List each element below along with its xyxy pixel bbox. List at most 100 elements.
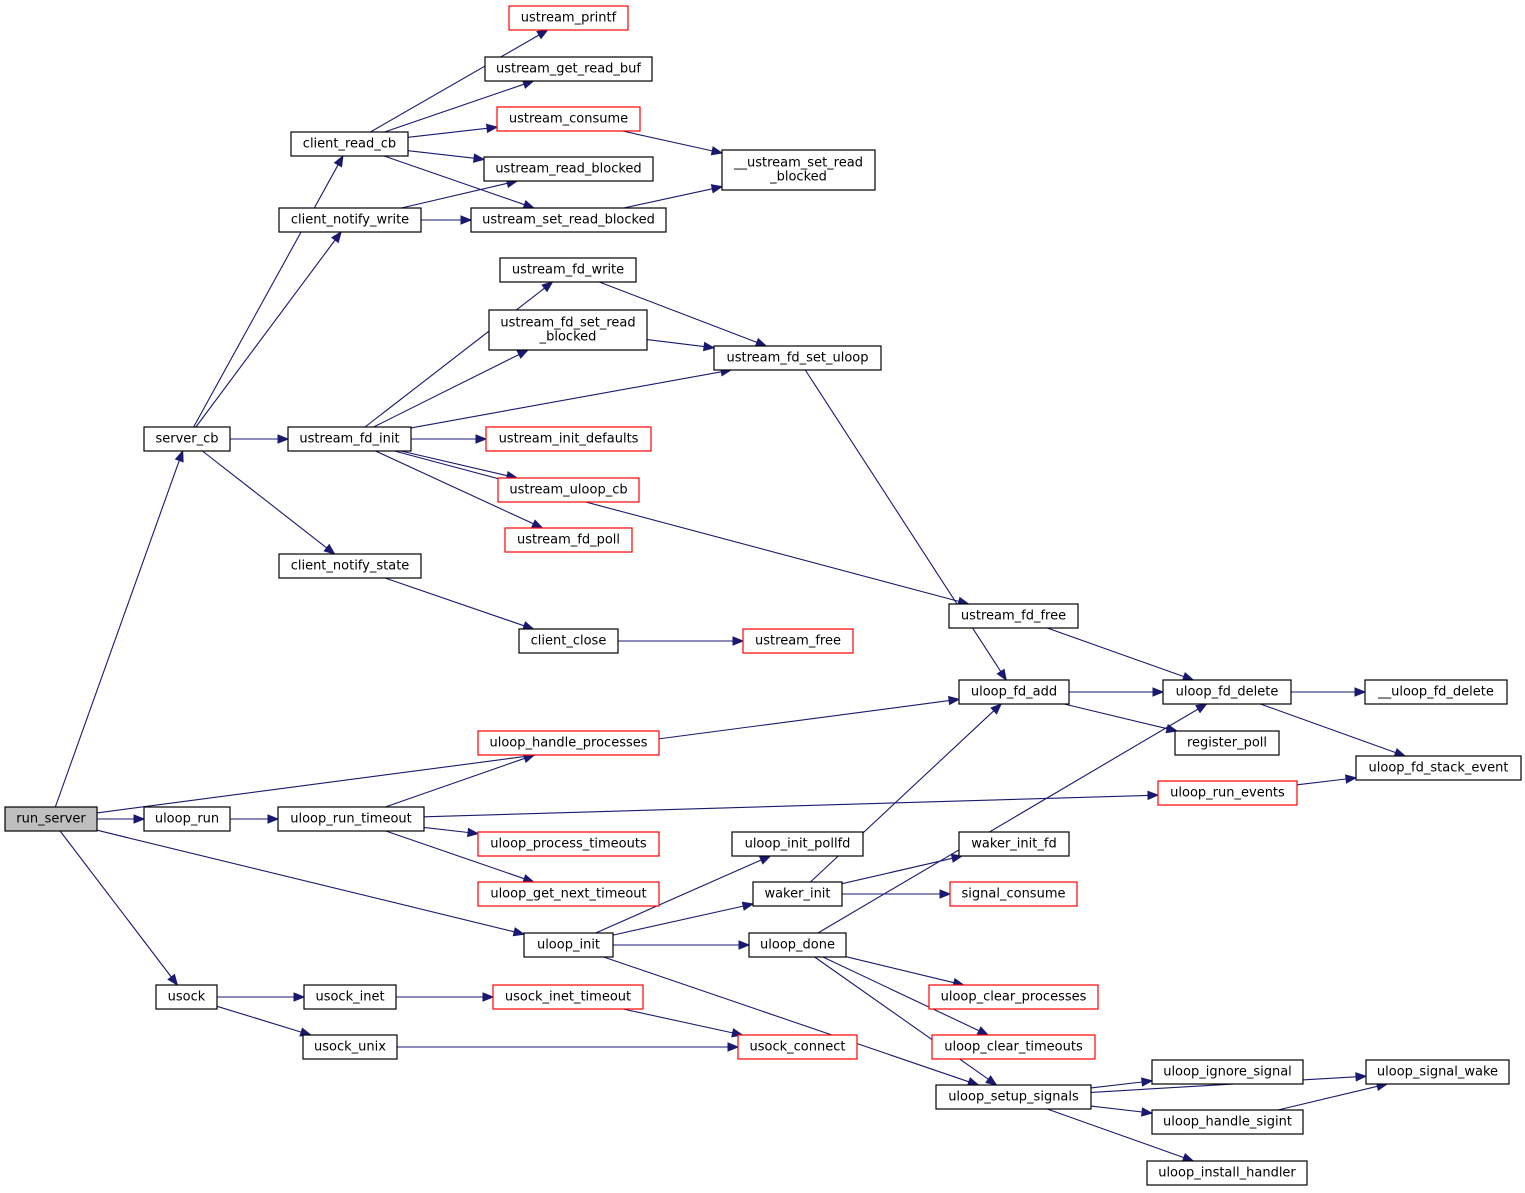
node-label: uloop_init_pollfd [745, 837, 851, 852]
node-label: usock_inet [315, 990, 384, 1005]
node-run-server[interactable]: run_server [4, 806, 98, 832]
node-uloop-fd-delete[interactable]: uloop_fd_delete [1162, 679, 1292, 705]
arrowhead-icon [996, 668, 1007, 682]
node-client-notify-state[interactable]: client_notify_state [278, 553, 422, 579]
node-box [470, 207, 667, 233]
node-uloop-run-events[interactable]: uloop_run_events [1157, 780, 1298, 806]
node-uloop-process-timeouts[interactable]: uloop_process_timeouts [477, 831, 660, 857]
edge-client_notify_state-to-client_close [384, 577, 535, 631]
node-uloop-handle-sigint[interactable]: uloop_handle_sigint [1151, 1109, 1304, 1135]
node-ustream-set-read-blocked[interactable]: __ustream_set_read_blocked [721, 149, 876, 191]
edge-server_cb-to-client_read_cb [193, 154, 344, 428]
edge-line [59, 830, 172, 978]
node-ustream-fd-write[interactable]: ustream_fd_write [499, 257, 637, 283]
node-waker-init-fd[interactable]: waker_init_fd [958, 831, 1070, 857]
node-ustream-get-read-buf[interactable]: ustream_get_read_buf [484, 56, 653, 82]
node-box [484, 56, 653, 82]
node-uloop-handle-processes[interactable]: uloop_handle_processes [477, 730, 660, 756]
node-box [508, 5, 629, 31]
node-ustream-fd-set-read-blocked[interactable]: ustream_fd_set_read_blocked [488, 309, 648, 351]
node-label: uloop_init [537, 938, 600, 953]
node-ustream-uloop-cb[interactable]: ustream_uloop_cb [497, 477, 640, 503]
node-usock-inet-timeout[interactable]: usock_inet_timeout [492, 984, 644, 1010]
node-uloop-init-pollfd[interactable]: uloop_init_pollfd [731, 831, 864, 857]
node-usock-connect[interactable]: usock_connect [737, 1034, 858, 1060]
edge-ustream_fd_free-to-uloop_fd_delete [1047, 627, 1195, 681]
node-ustream-read-blocked[interactable]: ustream_read_blocked [483, 156, 654, 182]
node-box [721, 149, 876, 191]
arrowhead-icon [703, 341, 716, 352]
arrowhead-icon [516, 349, 530, 359]
edge-uloop_init-to-uloop_setup_signals [603, 956, 980, 1087]
node-label: _blocked [539, 330, 597, 345]
node-box [1157, 780, 1298, 806]
arrowhead-icon [1393, 748, 1407, 757]
node-label: ustream_fd_set_uloop [726, 351, 868, 366]
edge-line [646, 339, 705, 348]
node-uloop-signal-wake[interactable]: uloop_signal_wake [1365, 1059, 1510, 1085]
node-uloop-fd-add[interactable]: uloop_fd_add [958, 679, 1070, 705]
node-client-notify-write[interactable]: client_notify_write [278, 207, 422, 233]
node-box [155, 984, 218, 1010]
node-uloop-run[interactable]: uloop_run [143, 806, 231, 832]
node-uloop-fd-stack-event[interactable]: uloop_fd_stack_event [1355, 755, 1522, 781]
node-label: uloop_clear_processes [941, 990, 1087, 1005]
node-box [497, 477, 640, 503]
node-usock[interactable]: usock [155, 984, 218, 1010]
node-label: signal_consume [962, 887, 1066, 902]
node-usock-inet[interactable]: usock_inet [303, 984, 397, 1010]
node-ustream-fd-poll[interactable]: ustream_fd_poll [504, 527, 633, 553]
edge-server_cb-to-client_notify_write [195, 230, 342, 428]
edge-usock-to-usock_inet [217, 992, 306, 1002]
node-label: usock_inet_timeout [505, 990, 631, 1005]
node-signal-consume[interactable]: signal_consume [949, 881, 1078, 907]
arrowhead-icon [467, 827, 480, 838]
edge-run_server-to-server_cb [54, 449, 184, 808]
node-uloop-ignore-signal[interactable]: uloop_ignore_signal [1151, 1059, 1304, 1085]
node-server-cb[interactable]: server_cb [143, 426, 231, 452]
node-uloop-run-timeout[interactable]: uloop_run_timeout [277, 806, 425, 832]
node-ustream-init-defaults[interactable]: ustream_init_defaults [485, 426, 652, 452]
edge-line [401, 182, 508, 209]
node-label: client_close [531, 634, 607, 649]
edge-uloop_fd_delete-to-__uloop_fd_delete [1291, 687, 1367, 697]
arrowhead-icon [473, 153, 486, 163]
node-ustream-fd-set-uloop[interactable]: ustream_fd_set_uloop [713, 345, 882, 371]
node-ustream-free[interactable]: ustream_free [742, 628, 854, 654]
node-usock-unix[interactable]: usock_unix [302, 1034, 398, 1060]
node-box [1365, 1059, 1510, 1085]
node-register-poll[interactable]: register_poll [1174, 730, 1280, 756]
node-ustream-fd-init[interactable]: ustream_fd_init [287, 426, 412, 452]
arrowhead-icon [536, 29, 549, 40]
edge-client_notify_write-to-ustream_set_read_blocked [421, 215, 473, 225]
node-waker-init[interactable]: waker_init [752, 881, 843, 907]
node-ustream-consume[interactable]: ustream_consume [496, 106, 641, 132]
node-client-read-cb[interactable]: client_read_cb [290, 131, 409, 157]
edge-line [1047, 1108, 1185, 1159]
node-client-close[interactable]: client_close [518, 628, 619, 654]
node-label: ustream_fd_free [961, 609, 1066, 624]
node-uloop-clear-timeouts[interactable]: uloop_clear_timeouts [931, 1034, 1096, 1060]
arrowhead-icon [333, 154, 344, 168]
node-uloop-install-handler[interactable]: uloop_install_handler [1146, 1160, 1308, 1186]
node-label: usock_unix [314, 1040, 386, 1055]
arrowhead-icon [133, 814, 146, 824]
arrowhead-icon [727, 1042, 740, 1052]
node-uloop-get-next-timeout[interactable]: uloop_get_next_timeout [477, 881, 660, 907]
edge-ustream_fd_init-to-ustream_fd_set_read_blocked [373, 349, 530, 428]
node-uloop-done[interactable]: uloop_done [748, 932, 847, 958]
node-uloop-fd-delete[interactable]: __uloop_fd_delete [1364, 679, 1508, 705]
arrowhead-icon [710, 184, 724, 194]
edge-server_cb-to-ustream_fd_init [230, 434, 290, 444]
node-uloop-init[interactable]: uloop_init [523, 932, 614, 958]
node-box [143, 426, 231, 452]
arrowhead-icon [522, 874, 535, 884]
node-ustream-fd-free[interactable]: ustream_fd_free [948, 603, 1079, 629]
arrowhead-icon [710, 146, 724, 156]
node-uloop-clear-processes[interactable]: uloop_clear_processes [928, 984, 1099, 1010]
node-box [477, 831, 660, 857]
node-ustream-printf[interactable]: ustream_printf [508, 5, 629, 31]
node-box [1364, 679, 1508, 705]
node-uloop-setup-signals[interactable]: uloop_setup_signals [935, 1084, 1092, 1110]
node-ustream-set-read-blocked[interactable]: ustream_set_read_blocked [470, 207, 667, 233]
